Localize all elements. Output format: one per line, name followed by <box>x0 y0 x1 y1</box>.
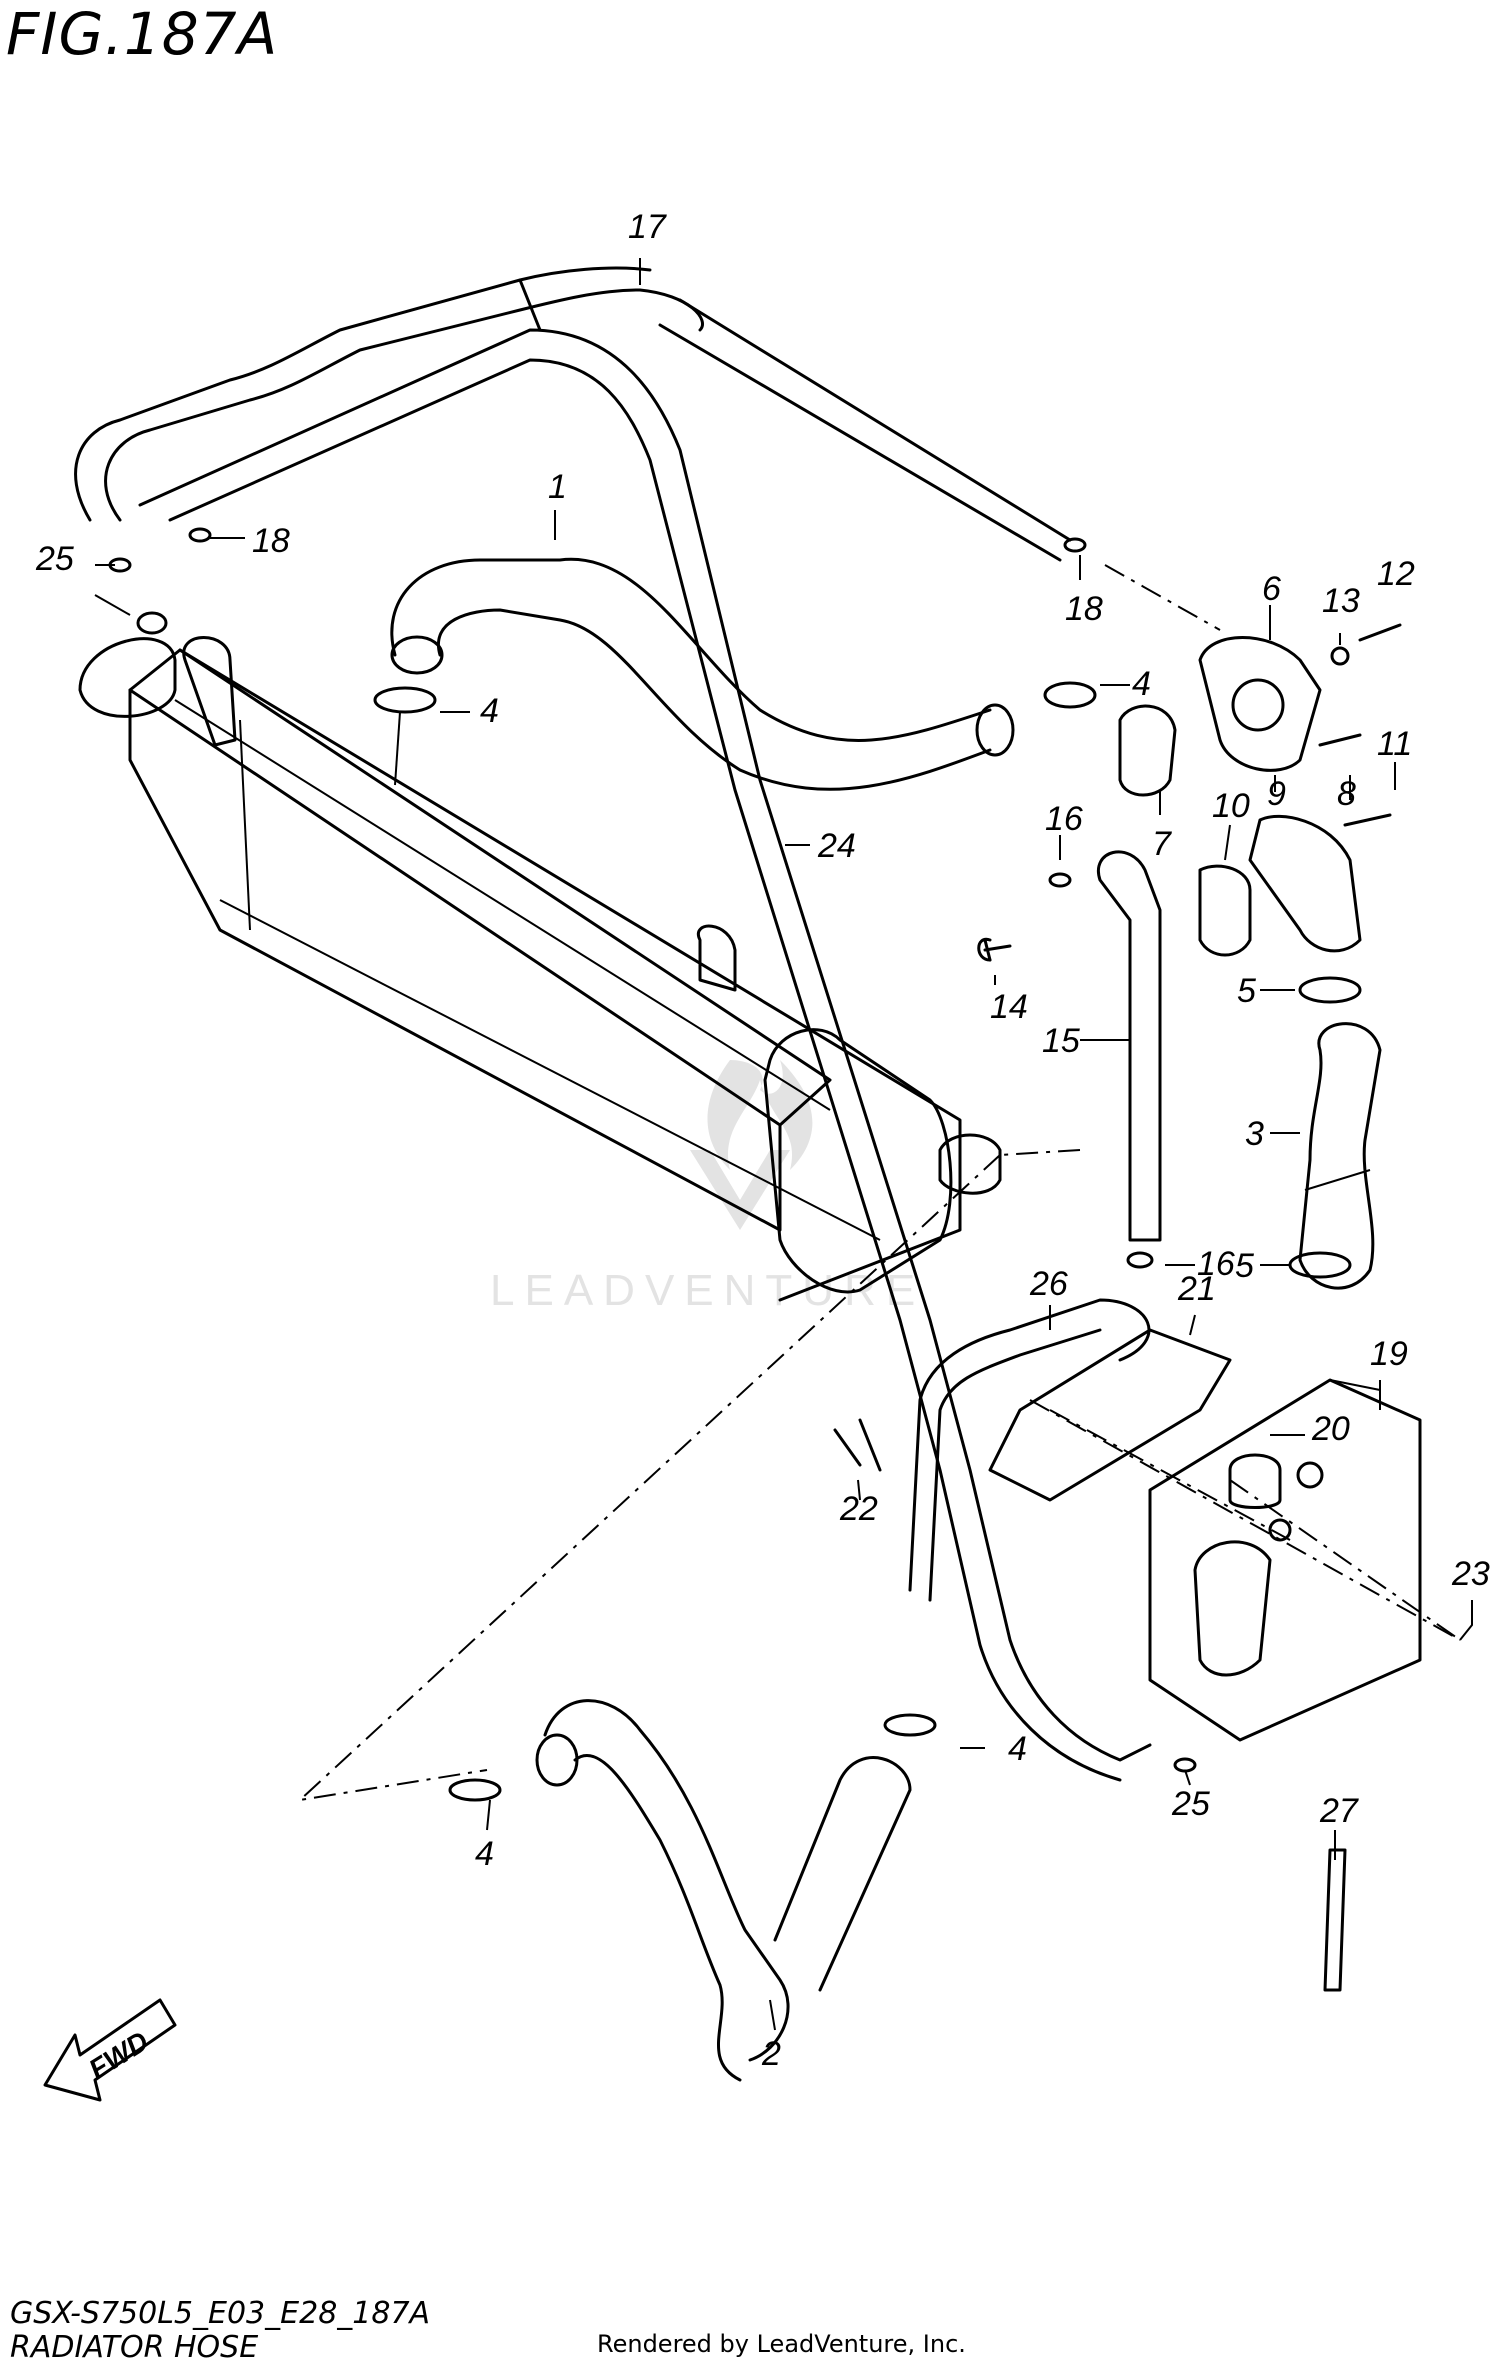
hose-26 <box>908 1298 1151 1602</box>
callout-11: 11 <box>1377 725 1412 763</box>
callout-1: 1 <box>548 468 567 506</box>
callout-24: 24 <box>817 827 856 865</box>
model-code: GSX-S750L5_E03_E28_187A <box>10 2296 431 2331</box>
hose-2 <box>535 1699 912 2082</box>
fwd-arrow: FWD <box>43 1998 177 2102</box>
fwd-label: FWD <box>83 2025 154 2085</box>
hose-1 <box>390 557 1015 791</box>
callout-18a: 18 <box>252 522 290 560</box>
callout-18b: 18 <box>1065 590 1103 628</box>
callout-17: 17 <box>628 208 667 246</box>
callout-25b: 25 <box>1171 1785 1210 1823</box>
leader-lines <box>94 258 1473 2031</box>
callout-4a: 4 <box>480 692 499 730</box>
callout-16b: 16 <box>1197 1245 1235 1283</box>
figure-title: FIG.187A <box>6 0 279 68</box>
callout-7: 7 <box>1152 825 1172 863</box>
radiator <box>78 611 1002 1302</box>
callout-6: 6 <box>1262 570 1281 608</box>
callout-10: 10 <box>1212 787 1250 825</box>
callout-22: 22 <box>839 1490 878 1528</box>
thermostat-housing <box>983 623 1402 962</box>
render-credit: Rendered by LeadVenture, Inc. <box>597 2330 966 2358</box>
figure-caption: RADIATOR HOSE <box>10 2330 259 2365</box>
hose-24 <box>138 328 1152 1782</box>
callout-4d: 4 <box>475 1835 494 1873</box>
callout-5b: 5 <box>1235 1247 1254 1285</box>
hose-15 <box>1096 850 1162 1242</box>
callout-27: 27 <box>1319 1792 1359 1830</box>
callout-12: 12 <box>1377 555 1415 593</box>
hose-17 <box>74 266 1072 562</box>
callout-26: 26 <box>1029 1265 1068 1303</box>
clamps <box>108 527 1362 1992</box>
callout-labels: 17 1 18 25 4 18 6 13 12 4 11 8 9 10 7 16… <box>35 208 1490 2073</box>
callout-4c: 4 <box>1008 1730 1027 1768</box>
callout-3: 3 <box>1245 1115 1264 1153</box>
callout-2: 2 <box>761 2035 781 2073</box>
callout-8: 8 <box>1337 775 1356 813</box>
callout-23: 23 <box>1451 1555 1490 1593</box>
callout-20: 20 <box>1311 1410 1350 1448</box>
callout-21: 21 <box>1177 1270 1216 1308</box>
hose-3 <box>1298 1022 1382 1290</box>
callout-14: 14 <box>990 988 1028 1026</box>
callout-19: 19 <box>1370 1335 1408 1373</box>
callout-13: 13 <box>1322 582 1360 620</box>
callout-25a: 25 <box>35 540 74 578</box>
callout-16a: 16 <box>1045 800 1083 838</box>
callout-9: 9 <box>1267 775 1286 813</box>
callout-5a: 5 <box>1237 972 1256 1010</box>
callout-15: 15 <box>1042 1022 1080 1060</box>
callout-4b: 4 <box>1132 665 1151 703</box>
